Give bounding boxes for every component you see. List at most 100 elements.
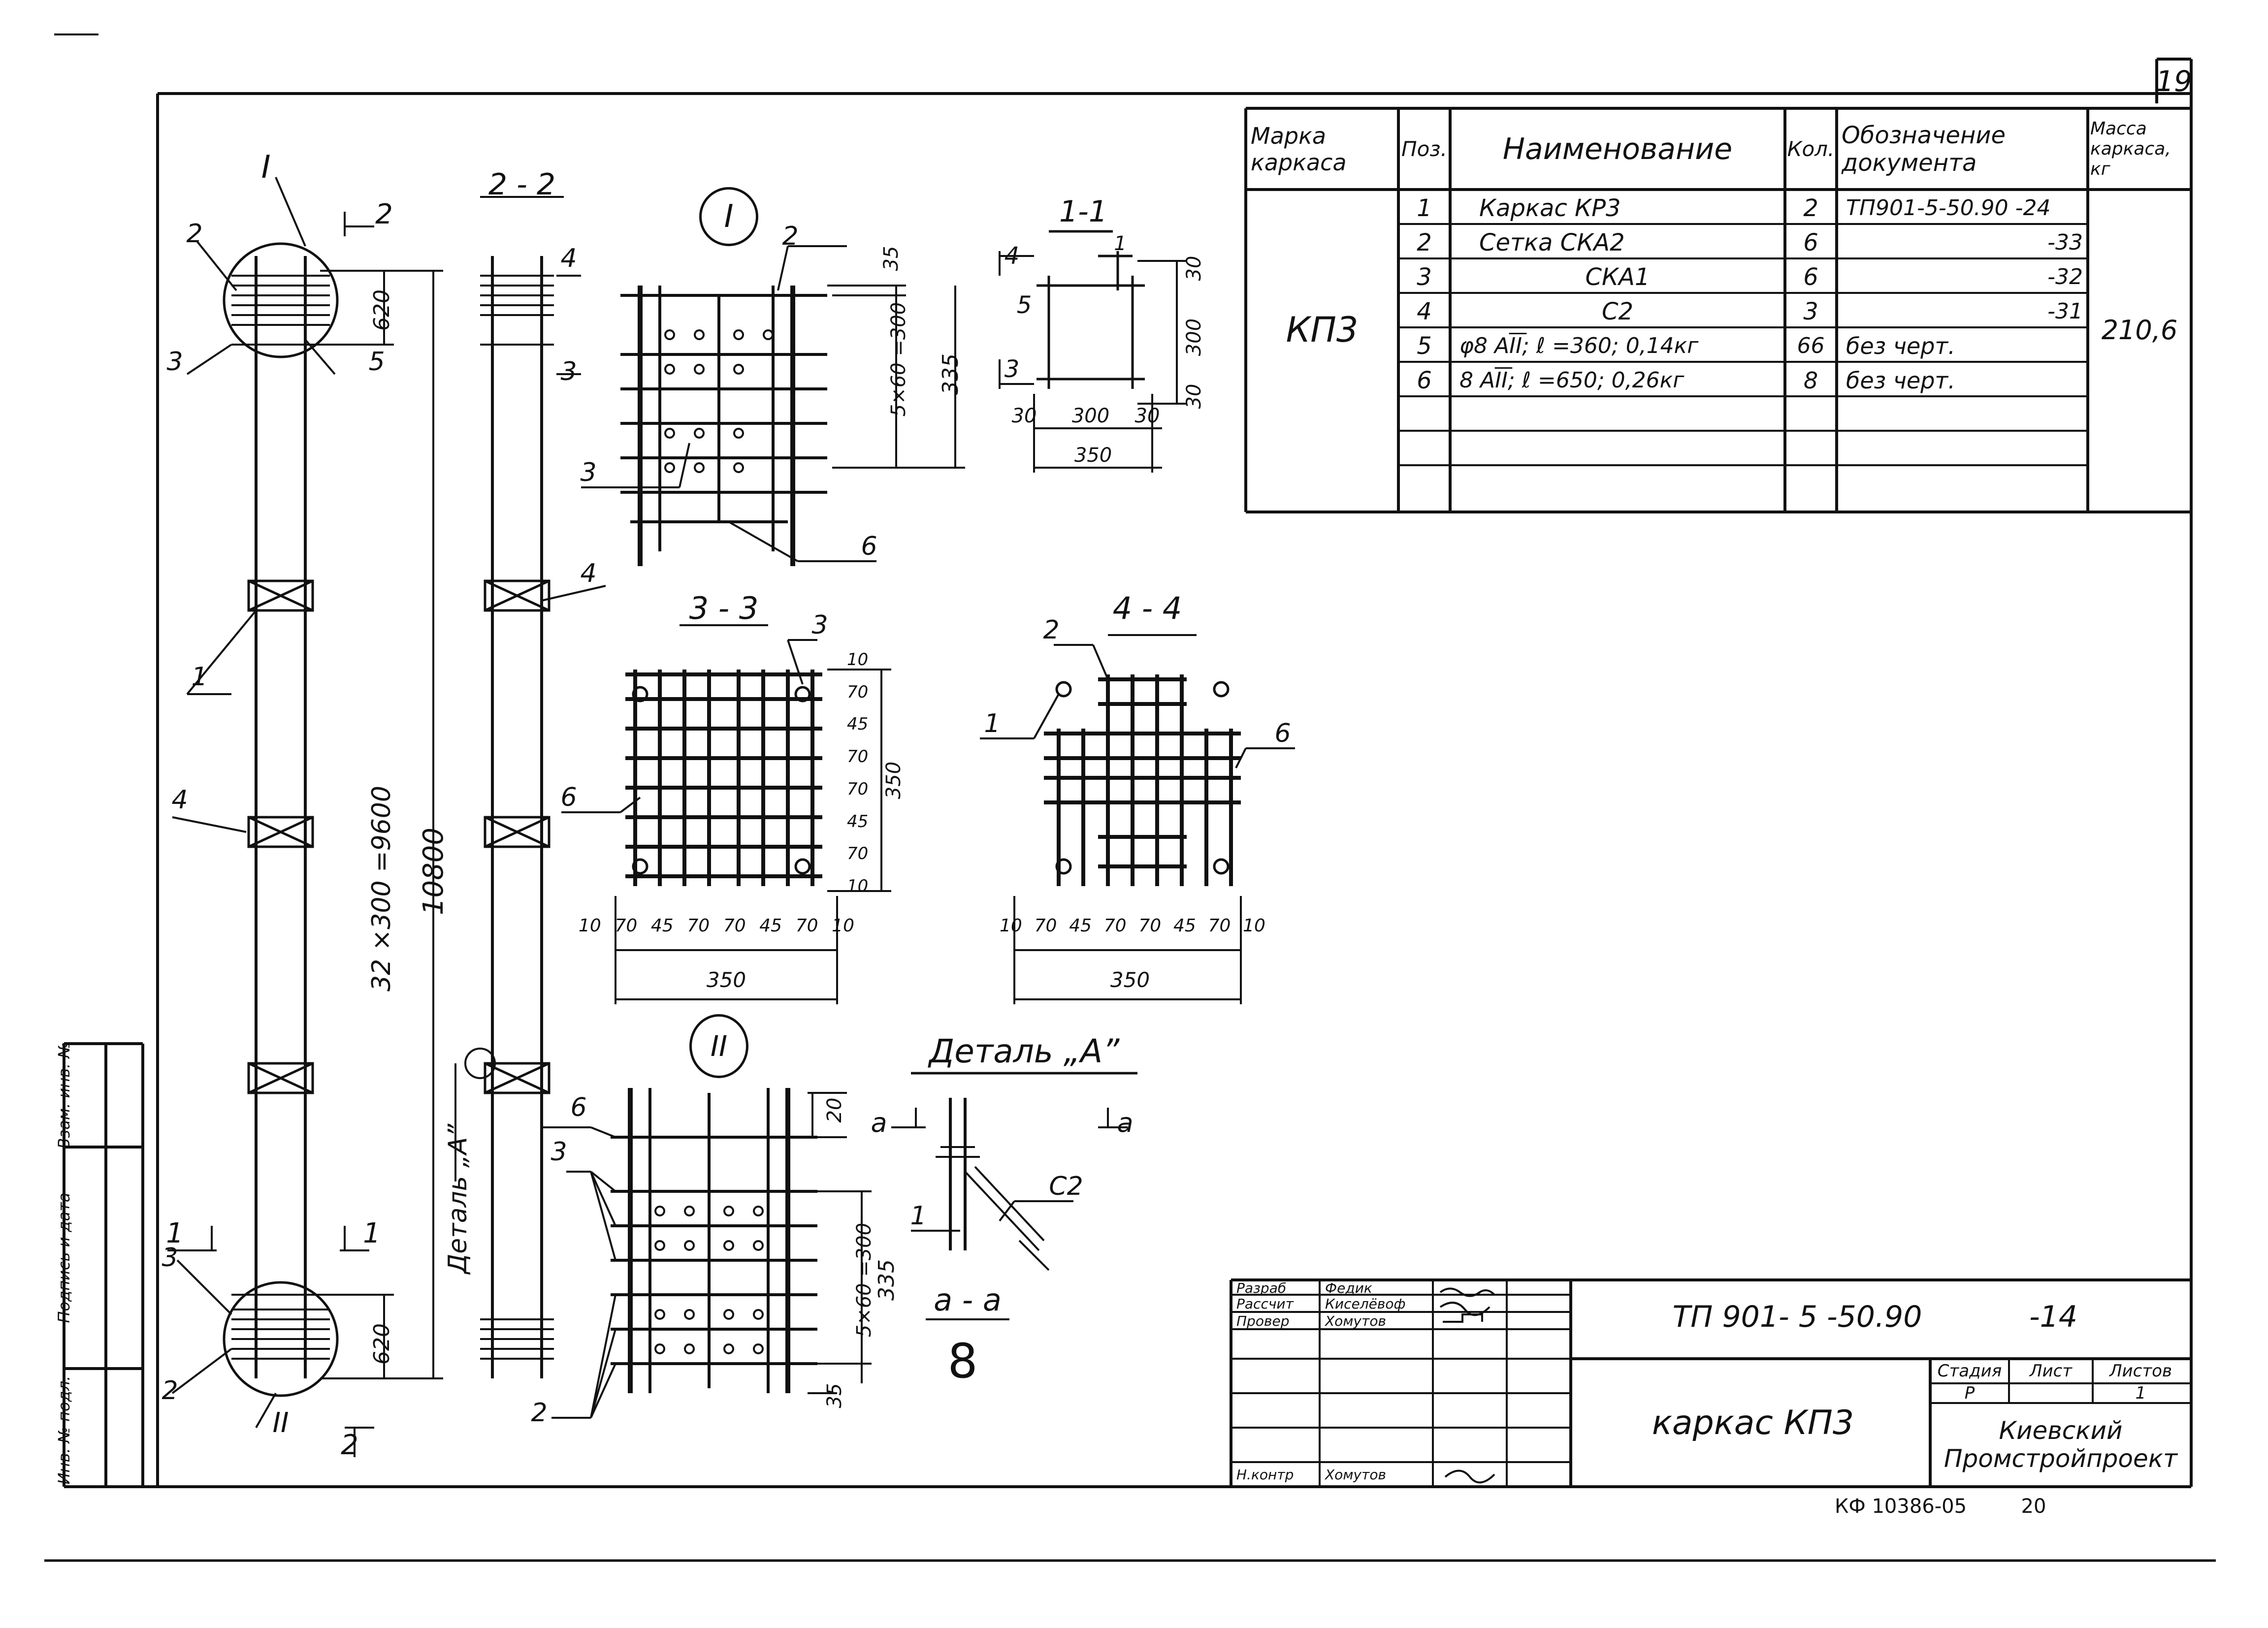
- column-elevation: [167, 177, 443, 1457]
- header-doc: Обозначение документа: [1842, 121, 2006, 177]
- node-i-callout-3: 3: [580, 458, 597, 487]
- dim: 70: [847, 844, 869, 864]
- callout-2: 2: [186, 219, 203, 249]
- row-qty: 8: [1803, 367, 1818, 394]
- dim: 45: [847, 714, 869, 734]
- node-i-circle: I: [699, 187, 758, 246]
- row-pos: 6: [1417, 366, 1432, 394]
- row-doc: без черт.: [1846, 367, 1955, 394]
- stamp-sign-date: Подпись и дата: [55, 1192, 73, 1323]
- dim-pitch: 32 ×300 =9600: [367, 786, 396, 991]
- cut-2-bottom: 2: [341, 1429, 358, 1461]
- node-ii-circle: II: [689, 1014, 748, 1078]
- header-mass: Масса каркаса, кг: [2090, 119, 2171, 179]
- section-2-2-title: 2 - 2: [488, 167, 556, 202]
- stage-value: Р: [1964, 1383, 1975, 1403]
- row-qty: 6: [1803, 263, 1818, 291]
- footer-code: КФ 10386-05: [1834, 1495, 1967, 1518]
- dim: 70: [847, 747, 869, 767]
- section-1-1-title: 1-1: [1059, 194, 1107, 229]
- dim: 70: [723, 916, 746, 936]
- header-mark: Марка каркаса: [1251, 122, 1347, 176]
- row-doc: -33: [2047, 230, 2083, 255]
- detail-a-big-mark: 8: [947, 1334, 978, 1389]
- detail-a-cut-left: a: [871, 1107, 887, 1138]
- section-3-3-dims-h: 10 70 45 70 70 45 70 10: [579, 916, 854, 945]
- section-1-1-dim-30a: 30: [1183, 255, 1205, 281]
- dim: 10: [832, 916, 854, 936]
- sheet-label: Лист: [2029, 1361, 2073, 1381]
- stage-label: Стадия: [1937, 1361, 2002, 1381]
- cut-1-left: 1: [166, 1217, 184, 1249]
- row-qty: 3: [1803, 297, 1818, 325]
- section-4-4-callout-2: 2: [1043, 615, 1060, 645]
- stamp-inv: Инв. № подл.: [55, 1375, 73, 1485]
- dim: 45: [759, 916, 782, 936]
- dim: 70: [615, 916, 638, 936]
- header-name: Наименование: [1502, 131, 1733, 166]
- row-pos: 3: [1417, 263, 1432, 291]
- section-3-3-dim-350h: 350: [706, 967, 746, 992]
- callout-5: 5: [368, 347, 385, 377]
- role-name: Хомутов: [1325, 1466, 1386, 1483]
- detail-a-callout-1: 1: [910, 1201, 927, 1231]
- sheet-suffix: -14: [2029, 1300, 2077, 1334]
- row-doc: -31: [2047, 299, 2083, 324]
- header-pos: Поз.: [1401, 137, 1447, 161]
- role-name: Киселёвоф: [1325, 1295, 1406, 1312]
- row-pos: 1: [1417, 194, 1432, 222]
- node-i-dim-35: 35: [880, 246, 903, 271]
- detail-a-drawing: [891, 1072, 1137, 1320]
- section-4-4-callout-6: 6: [1274, 719, 1291, 748]
- section-1-1-dim-30b: 30: [1183, 383, 1205, 409]
- section-1-1-dim-300h: 300: [1071, 405, 1110, 427]
- section-3-3-drawing: [561, 624, 891, 1004]
- dim: 10: [1000, 916, 1022, 936]
- node-i-drawing: [581, 245, 965, 566]
- sheet-title: каркас КП3: [1652, 1403, 1854, 1442]
- cut-1-right: 1: [363, 1217, 381, 1249]
- spec-table-grid: [1244, 107, 2191, 513]
- row-name: Сетка СКА2: [1479, 228, 1625, 256]
- dim-620-top: 620: [369, 289, 394, 331]
- node-ii-label: II: [272, 1406, 289, 1439]
- role-label: Провер: [1236, 1312, 1290, 1329]
- section-1-1-dim-30l: 30: [1011, 405, 1037, 427]
- row-qty: 6: [1803, 228, 1818, 256]
- callout-4: 4: [171, 785, 188, 815]
- node-ii-callout-2: 2: [531, 1398, 548, 1428]
- dim: 70: [1138, 916, 1162, 936]
- header-qty: Кол.: [1787, 137, 1835, 161]
- node-i-callout-2: 2: [782, 222, 799, 251]
- dim: 70: [1208, 916, 1231, 936]
- section-2-2-callout-4: 4: [580, 559, 597, 588]
- section-3-3-dim-350v: 350: [882, 761, 905, 799]
- detail-a-ref: Деталь „А”: [443, 1123, 473, 1274]
- stamp-replace: Взам. инв. №: [55, 1042, 73, 1149]
- section-1-1-cut-3: 3: [1004, 355, 1020, 383]
- node-ii-callout-3: 3: [551, 1137, 567, 1167]
- role-label: Разраб: [1236, 1279, 1287, 1296]
- dim: 70: [687, 916, 710, 936]
- section-4-4-drawing: [980, 634, 1295, 1004]
- callout-3: 3: [166, 347, 183, 377]
- section-1-1-dim-350: 350: [1074, 444, 1112, 467]
- dim: 10: [1243, 916, 1265, 936]
- footer-page: 20: [2021, 1495, 2046, 1518]
- node-ii-dim-335: 335: [874, 1259, 899, 1301]
- section-4-4-dim-350: 350: [1110, 967, 1150, 992]
- row-qty: 2: [1803, 194, 1818, 222]
- role-name: Федик: [1325, 1279, 1372, 1296]
- node-i-callout-6: 6: [861, 532, 877, 561]
- role-label: Н.контр: [1236, 1466, 1294, 1483]
- dim: 70: [795, 916, 818, 936]
- section-1-1-drawing: [999, 230, 1187, 473]
- section-1-1-callout-1: 1: [1114, 232, 1127, 255]
- section-1-1-dim-300v: 300: [1183, 318, 1205, 356]
- callout-1: 1: [191, 662, 208, 692]
- row-pos: 2: [1417, 228, 1432, 256]
- dim: 10: [847, 650, 869, 670]
- detail-a-cut-right: a: [1117, 1107, 1134, 1138]
- section-4-4-dims-h: 10 70 45 70 70 45 70 10: [1000, 916, 1265, 945]
